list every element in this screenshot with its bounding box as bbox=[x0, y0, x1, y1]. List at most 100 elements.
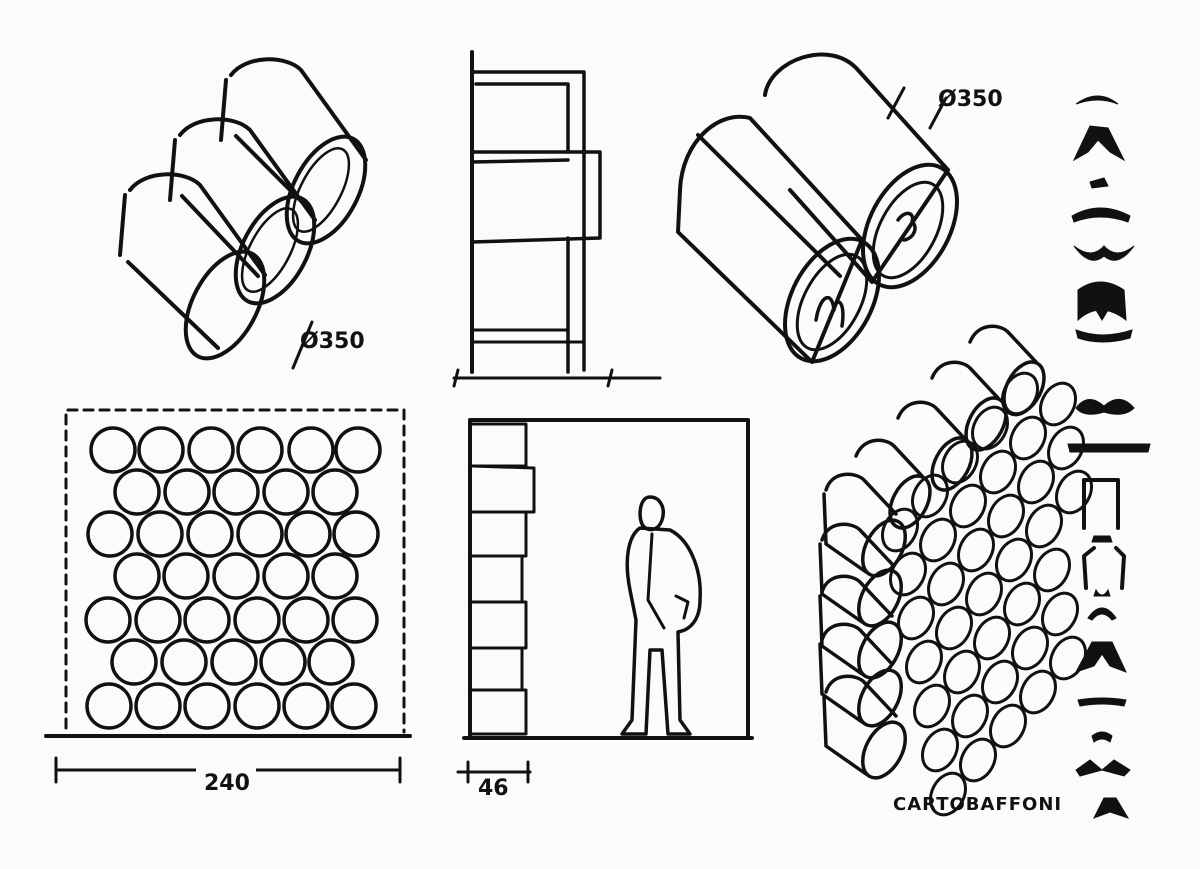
tube-body bbox=[818, 574, 894, 676]
circle-mark bbox=[282, 596, 330, 644]
tube-end bbox=[904, 639, 944, 685]
circle-mark bbox=[163, 468, 211, 516]
tube-end bbox=[948, 483, 988, 529]
tube-end bbox=[964, 571, 1004, 617]
moustache-glyph-icon bbox=[1095, 309, 1109, 321]
circle-mark bbox=[212, 468, 260, 516]
moustache-glyph-icon bbox=[1077, 281, 1127, 322]
tube-end bbox=[1054, 469, 1094, 515]
circle-mark bbox=[85, 682, 133, 730]
moustache-glyph-icon bbox=[1077, 697, 1127, 707]
tube-end bbox=[912, 683, 952, 729]
moustache-glyph-icon bbox=[1089, 177, 1109, 189]
circle-mark bbox=[332, 510, 380, 558]
moustache-glyph-icon bbox=[1073, 245, 1135, 261]
tube-end bbox=[920, 727, 960, 773]
tube-end bbox=[928, 771, 968, 817]
tube-end bbox=[857, 568, 903, 628]
circle-mark bbox=[236, 510, 284, 558]
tube-body bbox=[822, 472, 898, 574]
circle-mark bbox=[134, 682, 182, 730]
circle-mark bbox=[160, 638, 208, 686]
two-tube-axonometric: Ø350 bbox=[676, 52, 1003, 364]
tube-end bbox=[972, 615, 1012, 661]
moustache-mark-icon bbox=[896, 211, 917, 242]
diameter-leader-top-left: Ø350 bbox=[291, 320, 365, 370]
moustache-glyph-icon bbox=[1075, 329, 1133, 343]
moustache-glyph-icon bbox=[1075, 759, 1131, 777]
tube-end bbox=[950, 693, 990, 739]
tube-end bbox=[1016, 459, 1056, 505]
circle-mark bbox=[113, 468, 161, 516]
tube-end bbox=[896, 595, 936, 641]
sketch-title: CARTOBAFFONI bbox=[893, 794, 1062, 815]
tube-end bbox=[978, 449, 1018, 495]
circle-mark bbox=[210, 638, 258, 686]
tube-end bbox=[956, 527, 996, 573]
circle-mark bbox=[330, 682, 378, 730]
tube-body bbox=[930, 360, 1000, 400]
circle-mark bbox=[136, 510, 184, 558]
front-elevation-frame: 240 bbox=[44, 408, 412, 796]
tube-end bbox=[1002, 360, 1046, 416]
tube-end bbox=[926, 561, 966, 607]
diameter-label-top-left: Ø350 bbox=[300, 329, 365, 354]
circle-mark bbox=[284, 510, 332, 558]
circle-mark bbox=[282, 682, 330, 730]
tube-end bbox=[988, 703, 1028, 749]
moustache-glyph-icon bbox=[1082, 478, 1120, 530]
circle-mark bbox=[262, 468, 310, 516]
person-figure bbox=[620, 495, 702, 736]
circle-mark bbox=[212, 552, 260, 600]
tube-end bbox=[880, 507, 920, 553]
circle-mark bbox=[311, 552, 359, 600]
circle-mark bbox=[134, 596, 182, 644]
tube-end bbox=[1040, 591, 1080, 637]
tube-end bbox=[1038, 381, 1078, 427]
tube-end bbox=[1046, 425, 1086, 471]
tube-end bbox=[1010, 625, 1050, 671]
moustache-column bbox=[1067, 95, 1151, 819]
tube bbox=[118, 172, 267, 361]
circle-mark bbox=[137, 426, 185, 474]
tube-end bbox=[970, 405, 1010, 451]
moustache-glyph-icon bbox=[1092, 797, 1130, 819]
tube bbox=[168, 117, 317, 306]
moustache-glyph-icon bbox=[1082, 546, 1126, 590]
tube-stack-axonometric bbox=[818, 324, 1094, 817]
tube-end bbox=[857, 668, 903, 728]
circle-mark bbox=[113, 552, 161, 600]
circle-mark bbox=[110, 638, 158, 686]
moustache-glyph-icon bbox=[1072, 125, 1126, 162]
circle-mark bbox=[233, 682, 281, 730]
circle-mark bbox=[84, 596, 132, 644]
circle-mark bbox=[287, 426, 335, 474]
moustache-mark-icon bbox=[814, 296, 845, 328]
tube-end bbox=[980, 659, 1020, 705]
moustache-glyph-icon bbox=[1074, 641, 1127, 673]
circle-grid bbox=[84, 426, 382, 730]
tube-end bbox=[857, 620, 903, 680]
tube-end bbox=[958, 737, 998, 783]
tube-end bbox=[861, 720, 907, 780]
circle-mark bbox=[162, 552, 210, 600]
tube-body bbox=[968, 324, 1038, 364]
circle-mark bbox=[183, 682, 231, 730]
tube-body bbox=[854, 438, 924, 478]
tube-end bbox=[1024, 503, 1064, 549]
tube-end bbox=[964, 396, 1008, 452]
moustache-glyph-icon bbox=[1075, 95, 1119, 105]
moustache-glyph-icon bbox=[1091, 535, 1113, 543]
moustache-glyph-icon bbox=[1067, 443, 1151, 453]
circle-mark bbox=[259, 638, 307, 686]
tube-end bbox=[1008, 415, 1048, 461]
tube-end bbox=[994, 537, 1034, 583]
tube-end bbox=[888, 474, 932, 530]
moustache-glyph-icon bbox=[1075, 399, 1135, 415]
width-dimension-label: 240 bbox=[204, 771, 250, 796]
depth-dimension-label: 46 bbox=[478, 776, 509, 801]
circle-mark bbox=[334, 426, 382, 474]
tube-end bbox=[930, 436, 974, 492]
tube-body bbox=[822, 674, 898, 776]
